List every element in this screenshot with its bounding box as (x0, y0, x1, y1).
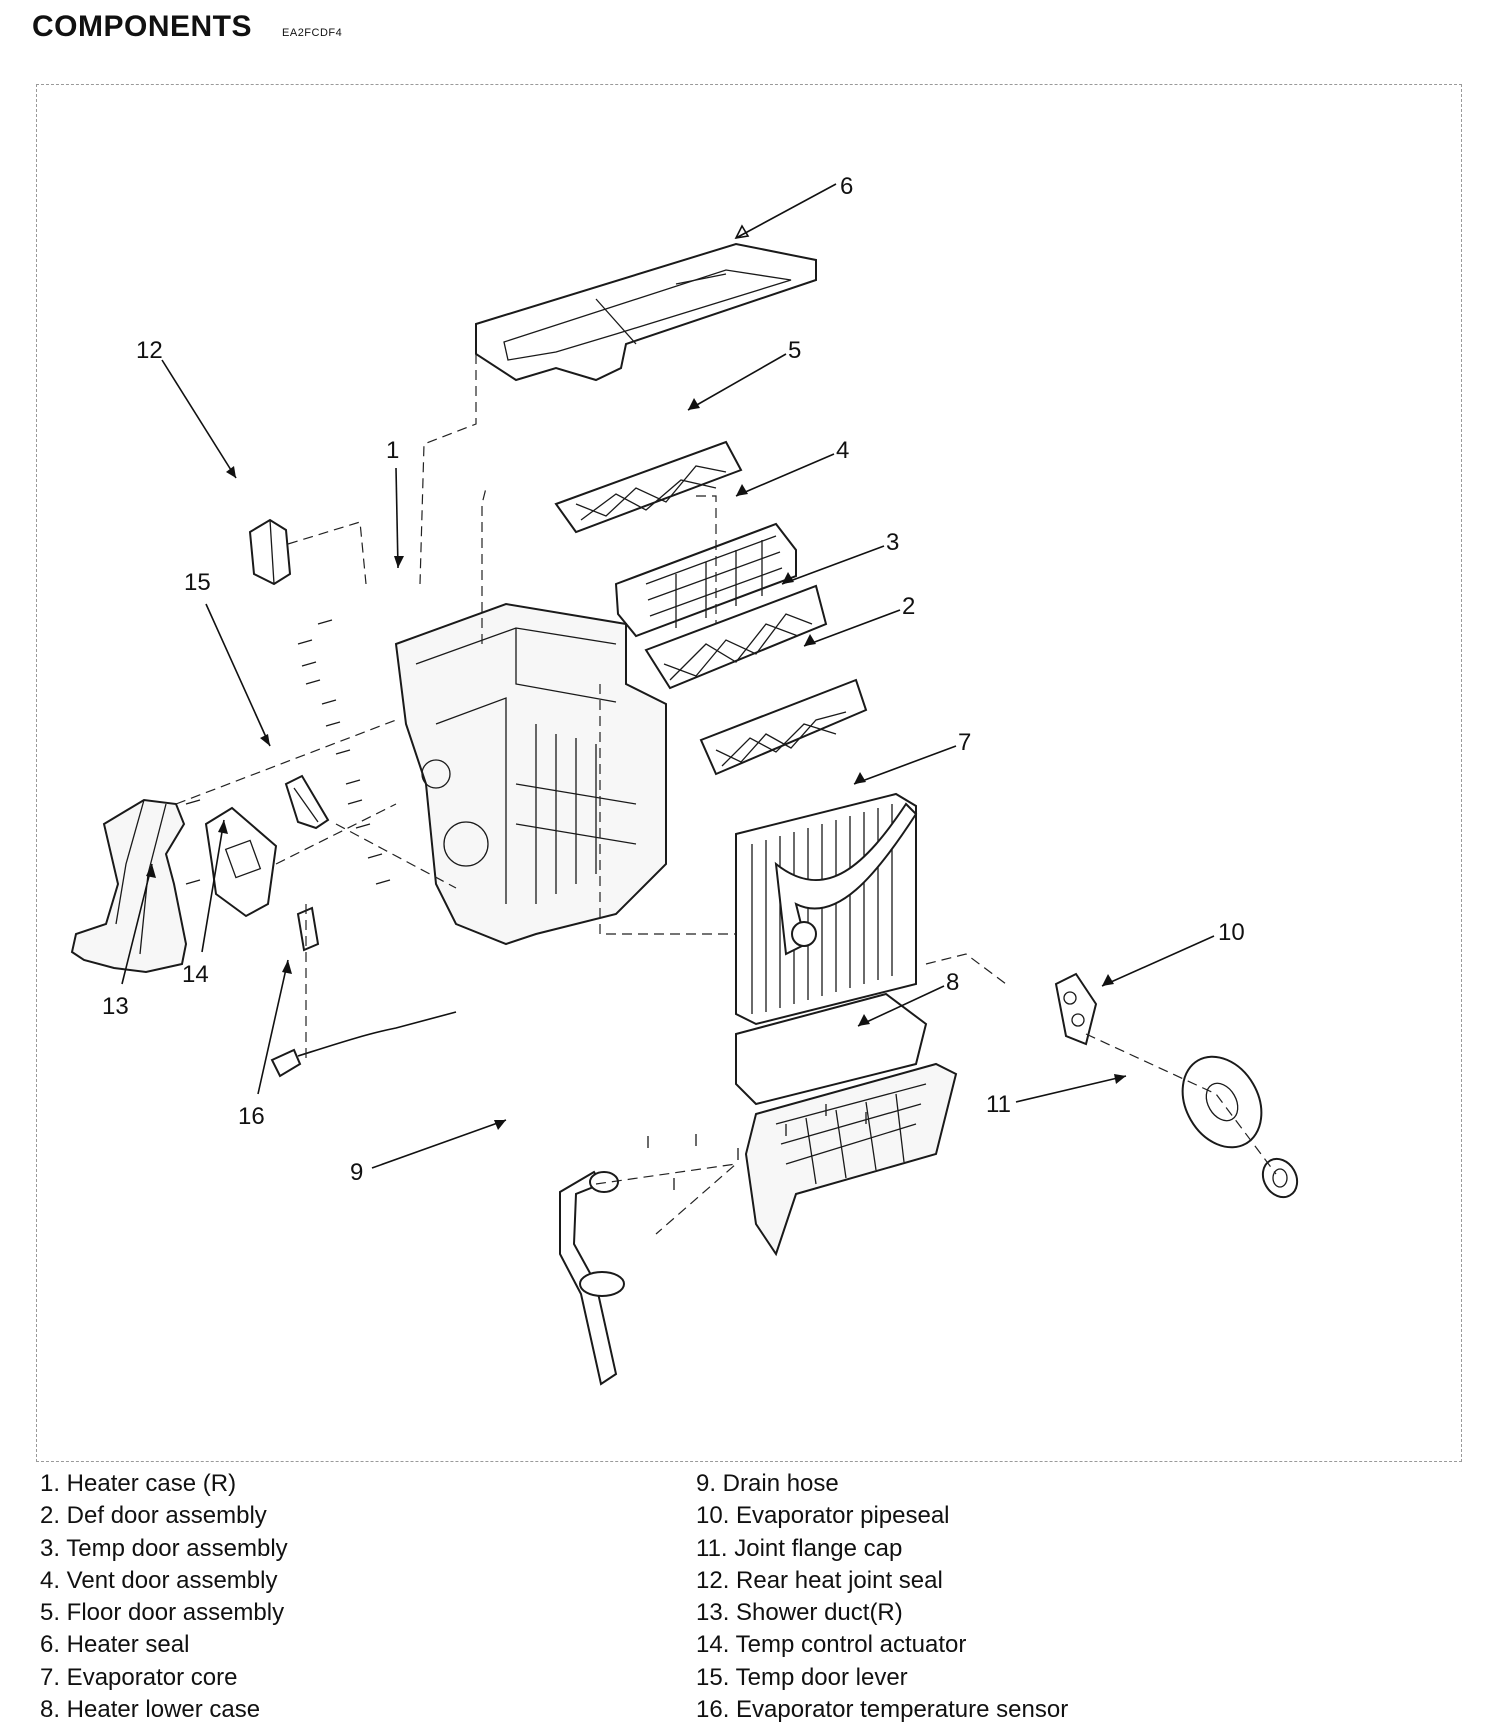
legend-item: 2. Def door assembly (40, 1502, 267, 1530)
rear-heat-joint-seal-part (248, 518, 292, 586)
callout-15: 15 (184, 569, 271, 747)
evaporator-temperature-sensor-part (270, 906, 457, 1078)
shower-duct-part (70, 798, 188, 974)
temp-door-part (644, 584, 828, 690)
callout-4: 4 (735, 437, 849, 497)
diagram-frame (36, 84, 1462, 1462)
svg-text:13: 13 (102, 993, 129, 1020)
fastener-screws (185, 619, 867, 1190)
svg-text:5: 5 (788, 337, 801, 364)
heater-case-part (394, 602, 667, 946)
callout-5: 5 (687, 337, 801, 411)
legend-right: 9. Drain hose 10. Evaporator pipeseal 11… (696, 1468, 1068, 1726)
callout-11: 11 (986, 1074, 1127, 1118)
legend-item: 12. Rear heat joint seal (696, 1566, 943, 1594)
svg-text:16: 16 (238, 1103, 265, 1130)
svg-text:7: 7 (958, 729, 971, 756)
svg-text:11: 11 (986, 1091, 1011, 1118)
def-door-part (699, 678, 868, 776)
legend-item: 16. Evaporator temperature sensor (696, 1696, 1069, 1724)
exploded-view-diagram: 6 5 4 3 2 1 7 8 9 10 11 12 (70, 173, 1299, 1386)
svg-text:6: 6 (840, 173, 853, 200)
legend-item: 1. Heater case (R) (40, 1470, 237, 1497)
svg-text:4: 4 (836, 437, 849, 464)
callout-12: 12 (136, 337, 237, 479)
callout-2: 2 (803, 593, 915, 647)
svg-text:3: 3 (886, 529, 899, 556)
legend-item: 10. Evaporator pipeseal (696, 1502, 950, 1530)
temp-control-actuator-part (204, 806, 278, 918)
assembly-lines (175, 354, 1277, 1235)
legend-item: 9. Drain hose (696, 1470, 839, 1497)
svg-text:8: 8 (946, 969, 959, 996)
callout-1: 1 (386, 437, 404, 569)
legend-item: 11. Joint flange cap (696, 1534, 903, 1562)
heater-seal-part (475, 242, 817, 382)
legend-left: 1. Heater case (R) 2. Def door assembly … (40, 1468, 288, 1726)
svg-text:12: 12 (136, 337, 163, 364)
temp-door-lever-part (284, 774, 330, 830)
svg-text:15: 15 (184, 569, 211, 596)
callout-7: 7 (853, 729, 971, 785)
callout-9: 9 (350, 1119, 507, 1186)
legend-item: 4. Vent door assembly (40, 1566, 278, 1594)
legend-item: 5. Floor door assembly (40, 1599, 285, 1627)
svg-text:9: 9 (350, 1159, 363, 1186)
callout-3: 3 (781, 529, 899, 585)
legend-item: 13. Shower duct(R) (696, 1599, 903, 1627)
legend-item: 15. Temp door lever (696, 1663, 908, 1691)
callout-14: 14 (182, 819, 228, 988)
callout-13: 13 (102, 863, 156, 1020)
pipe-flange-part (1054, 972, 1098, 1046)
legend-item: 8. Heater lower case (40, 1696, 261, 1724)
legend-item: 14. Temp control actuator (696, 1631, 967, 1659)
legend-item: 7. Evaporator core (40, 1663, 238, 1691)
document-code: EA2FCDF4 (282, 27, 343, 39)
floor-door-part (554, 440, 743, 534)
evaporator-core-part (735, 792, 918, 1026)
heater-lower-case-part (735, 992, 958, 1257)
callout-10: 10 (1101, 919, 1245, 987)
legend-item: 3. Temp door assembly (40, 1534, 288, 1562)
page-header: COMPONENTS EA2FCDF4 (32, 10, 342, 44)
page-title: COMPONENTS (32, 10, 253, 43)
callout-8: 8 (857, 969, 959, 1027)
drain-hose-part (559, 1170, 625, 1386)
svg-text:14: 14 (182, 961, 209, 988)
callout-16: 16 (238, 959, 292, 1130)
legend-item: 6. Heater seal (40, 1631, 190, 1659)
joint-flange-cap-part (1261, 1157, 1299, 1199)
callout-6: 6 (734, 173, 853, 240)
svg-text:2: 2 (902, 593, 915, 620)
svg-text:10: 10 (1218, 919, 1245, 946)
svg-text:1: 1 (386, 437, 399, 464)
